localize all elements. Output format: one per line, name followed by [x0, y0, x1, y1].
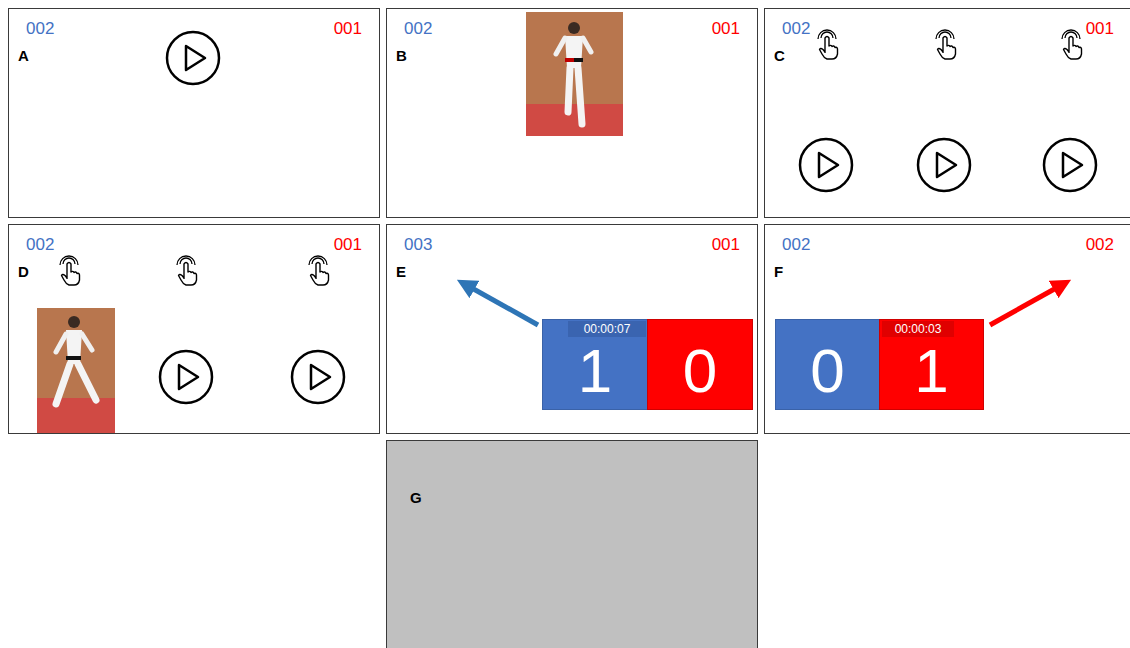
red-score-label: 002: [1086, 235, 1114, 255]
red-score-label: 001: [712, 19, 740, 39]
score-digit: 1: [880, 334, 983, 408]
panel-letter: E: [396, 263, 406, 280]
scoreboard-box: 0: [647, 319, 753, 410]
screen-panel: 002 001A: [8, 8, 380, 218]
blue-score-label: 002: [26, 19, 54, 39]
screen-panel: 002 001D: [8, 224, 380, 434]
score-arrow: [990, 287, 1058, 325]
play-icon: [1044, 139, 1096, 191]
panel-letter: A: [18, 47, 29, 64]
score-arrow: [470, 287, 538, 325]
play-icon: [167, 32, 219, 84]
red-score-label: 001: [1086, 19, 1114, 39]
timer-text: 00:00:03: [882, 321, 954, 337]
scoreboard-box: 0: [775, 319, 880, 410]
blue-score-label: 002: [26, 235, 54, 255]
red-score-label: 001: [712, 235, 740, 255]
play-icon: [918, 139, 970, 191]
screen-panel: 003 001E 00:00:0710: [386, 224, 758, 434]
play-icon: [800, 139, 852, 191]
blue-score-label: 002: [782, 235, 810, 255]
score-digit: 0: [648, 334, 752, 408]
tap-icon: [936, 30, 956, 59]
play-icon: [160, 351, 212, 403]
screen-panel: 002 002F 000:00:031: [764, 224, 1130, 434]
tap-icon: [1062, 30, 1082, 59]
play-icon: [292, 351, 344, 403]
panel-letter: D: [18, 263, 29, 280]
panel-letter: C: [774, 47, 785, 64]
screen-panel: 002 001B: [386, 8, 758, 218]
score-digit: 0: [776, 334, 879, 408]
score-digit: 1: [543, 334, 647, 408]
athlete-photo: [526, 12, 623, 136]
blue-score-label: 002: [782, 19, 810, 39]
timer-text: 00:00:07: [568, 321, 646, 337]
panel-letter: G: [410, 489, 422, 506]
athlete-photo: [37, 308, 115, 434]
tap-icon: [818, 30, 838, 59]
blue-score-label: 002: [404, 19, 432, 39]
screen-panel: 002 001C: [764, 8, 1130, 218]
tap-icon: [177, 256, 197, 285]
panel-letter: B: [396, 47, 407, 64]
red-score-label: 001: [334, 19, 362, 39]
blue-score-label: 003: [404, 235, 432, 255]
scoreboard-box: 00:00:031: [879, 319, 984, 410]
red-score-label: 001: [334, 235, 362, 255]
blank-panel: G: [386, 440, 758, 648]
panel-letter: F: [774, 263, 783, 280]
scoreboard-box: 00:00:071: [542, 319, 648, 410]
tap-icon: [309, 256, 329, 285]
tap-icon: [60, 256, 80, 285]
